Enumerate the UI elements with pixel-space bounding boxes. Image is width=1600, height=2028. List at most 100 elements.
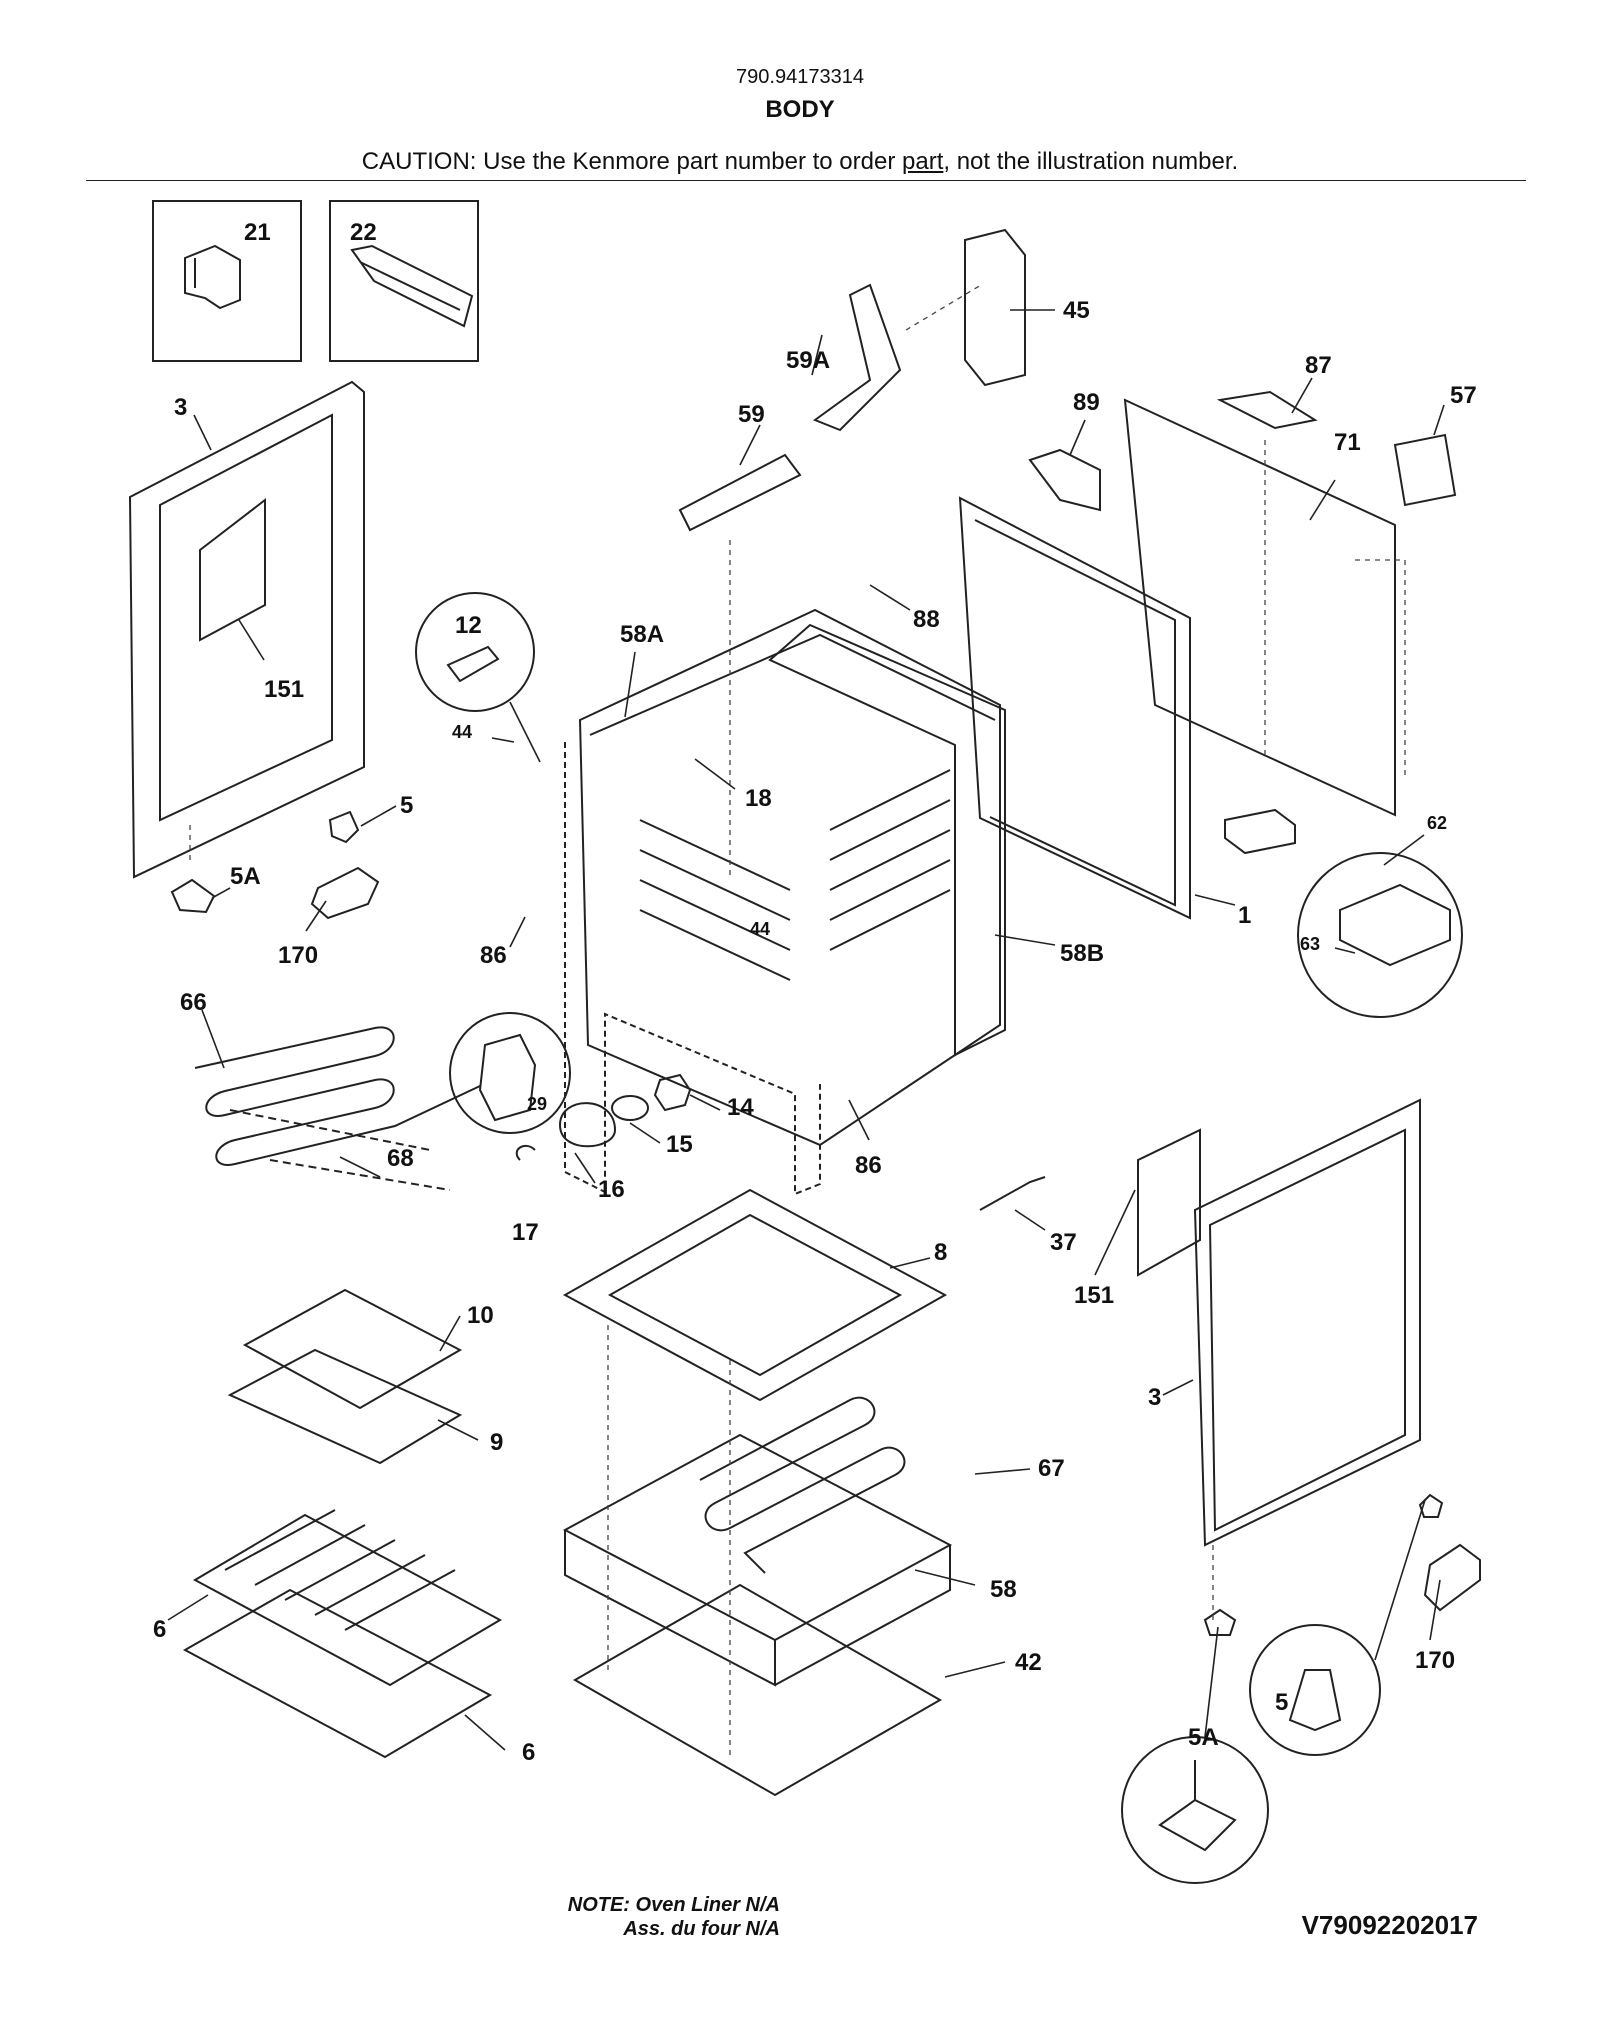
diagram-code: V79092202017 xyxy=(1301,1910,1478,1940)
footer-note: NOTE: Oven Liner N/A Ass. du four N/A xyxy=(400,1893,780,1941)
label-3-right: 3 xyxy=(1148,1384,1161,1411)
oven-insulation-58a xyxy=(578,608,1001,1147)
label-66: 66 xyxy=(180,989,207,1016)
label-29: 29 xyxy=(527,1094,547,1114)
lamp-socket-14 xyxy=(653,1073,692,1112)
callout-circle-5 xyxy=(1249,1624,1381,1756)
callout-circle-29 xyxy=(449,1012,571,1134)
label-170-right: 170 xyxy=(1415,1647,1455,1674)
note-line-2: Ass. du four N/A xyxy=(623,1918,780,1940)
bake-element-66 xyxy=(194,1026,481,1166)
label-58: 58 xyxy=(990,1576,1017,1603)
label-87: 87 xyxy=(1305,352,1332,379)
label-44-left: 44 xyxy=(452,722,472,742)
label-68: 68 xyxy=(387,1145,414,1172)
sensor-37 xyxy=(979,1176,1046,1211)
left-side-panel xyxy=(128,380,365,879)
caution-prefix: CAUTION: Use the Kenmore part number to … xyxy=(361,148,902,175)
hinge-170-left xyxy=(310,866,380,920)
label-5a-left: 5A xyxy=(230,863,261,890)
label-37: 37 xyxy=(1050,1229,1077,1256)
hinge-170-right xyxy=(1423,1543,1481,1612)
label-151-right: 151 xyxy=(1074,1282,1114,1309)
bottom-tray-42 xyxy=(572,1583,943,1797)
lamp-bulb-15 xyxy=(611,1095,649,1121)
label-15: 15 xyxy=(666,1131,693,1158)
cover-57 xyxy=(1393,433,1457,507)
clip-17 xyxy=(515,1144,536,1161)
label-86-left: 86 xyxy=(480,942,507,969)
caution-text: CAUTION: Use the Kenmore part number to … xyxy=(0,148,1600,176)
part-21-shape xyxy=(184,244,241,310)
oven-rack-6-lower xyxy=(182,1588,493,1759)
label-88: 88 xyxy=(913,606,940,633)
broil-pan-9 xyxy=(227,1348,463,1465)
leveler-5a-right xyxy=(1203,1608,1237,1636)
label-10: 10 xyxy=(467,1302,494,1329)
label-89: 89 xyxy=(1073,389,1100,416)
plate-87 xyxy=(1216,390,1318,430)
right-side-panel xyxy=(1193,1098,1421,1547)
label-18: 18 xyxy=(745,785,772,812)
label-22: 22 xyxy=(350,219,377,246)
bottom-panel-8 xyxy=(562,1188,948,1402)
bracket-89 xyxy=(1028,448,1101,512)
leveler-5a-left xyxy=(170,878,216,914)
label-42: 42 xyxy=(1015,1649,1042,1676)
vent-cover-45 xyxy=(964,228,1026,387)
label-8: 8 xyxy=(934,1239,947,1266)
label-5-left: 5 xyxy=(400,792,413,819)
label-9: 9 xyxy=(490,1429,503,1456)
label-57: 57 xyxy=(1450,382,1477,409)
vent-duct-59 xyxy=(678,453,802,532)
broil-pan-grid-10 xyxy=(242,1288,463,1410)
bottom-insulation-58 xyxy=(562,1433,953,1642)
label-170-left: 170 xyxy=(278,942,318,969)
label-17: 17 xyxy=(512,1219,539,1246)
left-bracket-151 xyxy=(199,497,266,642)
inset-box-21 xyxy=(152,200,302,362)
rear-panel-71 xyxy=(1123,398,1396,817)
leveler-5-right xyxy=(1418,1493,1444,1518)
label-5a-right: 5A xyxy=(1188,1724,1219,1751)
part-22-shape xyxy=(350,244,474,328)
label-86-right: 86 xyxy=(855,1152,882,1179)
label-58a: 58A xyxy=(620,621,664,648)
label-6-upper: 6 xyxy=(153,1616,166,1643)
label-5-right: 5 xyxy=(1275,1689,1288,1716)
label-44-center: 44 xyxy=(750,919,770,939)
caution-suffix: , not the illustration number. xyxy=(943,148,1239,175)
back-wall-1 xyxy=(958,496,1191,920)
label-59: 59 xyxy=(738,401,765,428)
vent-duct-59a xyxy=(812,283,902,432)
label-62: 62 xyxy=(1427,813,1447,833)
model-number: 790.94173314 xyxy=(736,66,864,88)
header-divider xyxy=(86,180,1526,181)
label-71: 71 xyxy=(1334,429,1361,456)
label-1: 1 xyxy=(1238,902,1251,929)
bake-shield-68 xyxy=(229,1109,451,1191)
label-67: 67 xyxy=(1038,1455,1065,1482)
label-59a: 59A xyxy=(786,347,830,374)
label-3-left: 3 xyxy=(174,394,187,421)
callout-circle-62 xyxy=(1297,852,1463,1018)
oven-frame xyxy=(564,742,821,1196)
terminal-block xyxy=(1224,808,1296,855)
label-6-lower: 6 xyxy=(522,1739,535,1766)
callout-circle-5a xyxy=(1121,1736,1269,1884)
broil-element-67 xyxy=(699,1396,906,1574)
hinge-5-left xyxy=(328,810,360,844)
right-bracket-151 xyxy=(1137,1128,1201,1277)
label-16: 16 xyxy=(598,1176,625,1203)
label-58b: 58B xyxy=(1060,940,1104,967)
label-21: 21 xyxy=(244,219,271,246)
label-12: 12 xyxy=(455,612,482,639)
section-title: BODY xyxy=(765,96,835,123)
inset-box-22 xyxy=(329,200,479,362)
label-151-left: 151 xyxy=(264,676,304,703)
label-45: 45 xyxy=(1063,297,1090,324)
note-line-1: NOTE: Oven Liner N/A xyxy=(567,1894,780,1916)
lamp-cover-16 xyxy=(558,1102,617,1148)
label-14: 14 xyxy=(727,1094,754,1121)
